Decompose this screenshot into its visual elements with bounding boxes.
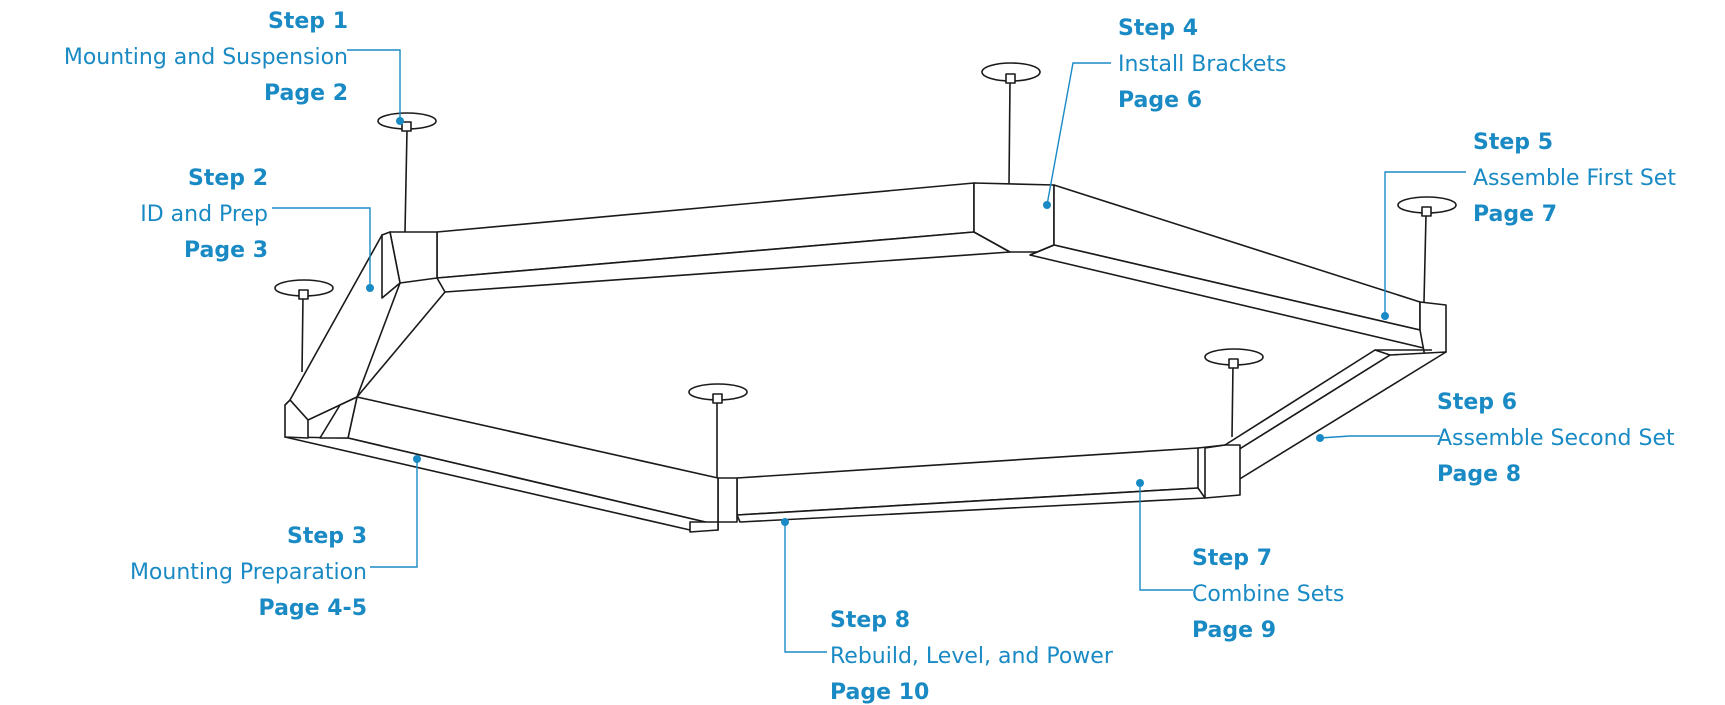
fixture-drawing xyxy=(274,62,1457,533)
step-title: Step 3 xyxy=(287,524,367,549)
step-page: Page 9 xyxy=(1192,618,1277,643)
leader-step-7 xyxy=(1139,483,1193,591)
leader-step-2 xyxy=(272,207,371,288)
segment-right-upper xyxy=(1029,184,1447,358)
step-1-callout: Step 1 Mounting and Suspension Page 2 xyxy=(64,11,348,105)
step-description: Mounting Preparation xyxy=(129,560,367,585)
step-title: Step 7 xyxy=(1192,546,1272,571)
step-description: Combine Sets xyxy=(1192,582,1345,607)
step-title: Step 4 xyxy=(1118,16,1198,41)
suspension-cables xyxy=(301,81,1427,482)
leader-step-4 xyxy=(1046,62,1111,206)
step-6-callout: Step 6 Assemble Second Set Page 8 xyxy=(1437,392,1675,486)
step-description: Rebuild, Level, and Power xyxy=(830,644,1113,669)
callout-dots xyxy=(366,117,1389,526)
step-title: Step 5 xyxy=(1473,130,1553,155)
leader-step-3 xyxy=(370,459,418,568)
step-title: Step 2 xyxy=(188,166,268,191)
step-7-callout: Step 7 Combine Sets Page 9 xyxy=(1192,548,1344,642)
step-description: Install Brackets xyxy=(1118,52,1287,77)
step-title: Step 6 xyxy=(1437,390,1517,415)
segment-bottom-left xyxy=(284,396,719,533)
step-page: Page 6 xyxy=(1118,88,1203,113)
step-description: Assemble Second Set xyxy=(1437,426,1675,451)
step-3-callout: Step 3 Mounting Preparation Page 4-5 xyxy=(130,526,367,620)
step-page: Page 8 xyxy=(1437,462,1522,487)
dot-step-8 xyxy=(781,518,789,526)
step-description: Assemble First Set xyxy=(1473,166,1676,191)
ceiling-canopies xyxy=(274,62,1457,404)
step-description: ID and Prep xyxy=(140,202,268,227)
step-4-callout: Step 4 Install Brackets Page 6 xyxy=(1118,18,1287,112)
dot-step-1 xyxy=(396,117,404,125)
leader-step-6 xyxy=(1319,435,1440,439)
dot-step-6 xyxy=(1316,434,1324,442)
segment-bottom-right xyxy=(717,447,1206,523)
leader-step-8 xyxy=(784,522,827,653)
inner-edges xyxy=(356,244,1432,449)
leader-step-1 xyxy=(347,49,401,121)
callout-lines xyxy=(272,49,1466,653)
step-page: Page 2 xyxy=(263,81,348,106)
step-description: Mounting and Suspension xyxy=(63,45,348,70)
step-page: Page 4-5 xyxy=(258,596,367,621)
dot-step-3 xyxy=(413,455,421,463)
dot-step-4 xyxy=(1043,201,1051,209)
segment-right-lower xyxy=(1204,349,1447,499)
dot-step-2 xyxy=(366,284,374,292)
step-page: Page 10 xyxy=(830,680,930,705)
step-8-callout: Step 8 Rebuild, Level, and Power Page 10 xyxy=(830,610,1113,704)
step-2-callout: Step 2 ID and Prep Page 3 xyxy=(140,168,268,262)
dot-step-7 xyxy=(1136,479,1144,487)
step-page: Page 7 xyxy=(1473,202,1558,227)
step-title: Step 1 xyxy=(268,9,348,34)
dot-step-5 xyxy=(1381,312,1389,320)
segment-top xyxy=(389,182,1055,293)
step-title: Step 8 xyxy=(830,608,910,633)
step-page: Page 3 xyxy=(183,238,268,263)
step-5-callout: Step 5 Assemble First Set Page 7 xyxy=(1473,132,1676,226)
leader-step-5 xyxy=(1384,171,1466,316)
segment-left xyxy=(284,231,401,439)
